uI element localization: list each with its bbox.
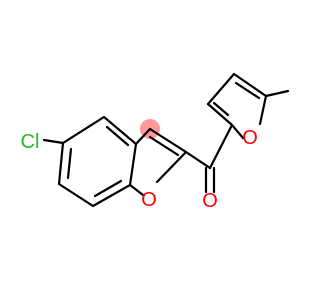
bond xyxy=(128,183,145,197)
structure-canvas: Cl O O O xyxy=(20,72,290,212)
bond xyxy=(61,115,106,145)
bond xyxy=(148,127,188,154)
bond xyxy=(155,150,188,184)
double-bond-inner xyxy=(148,135,180,157)
bond xyxy=(206,72,236,106)
bond xyxy=(134,127,152,146)
bond xyxy=(57,141,65,186)
bond xyxy=(91,183,132,208)
molecule-diagram: Cl O O O xyxy=(21,72,290,212)
benzofuran-oxygen-label: O xyxy=(141,189,157,211)
furan-oxygen-label: O xyxy=(242,127,258,149)
bond xyxy=(232,72,268,98)
bond xyxy=(102,115,138,146)
bond xyxy=(128,142,138,187)
chlorine-atom-label: Cl xyxy=(21,131,40,153)
bond xyxy=(258,94,268,126)
double-bond-inner xyxy=(105,125,130,147)
bond-c-cl xyxy=(42,138,65,145)
bond xyxy=(184,150,212,170)
double-bond-inner xyxy=(93,179,123,198)
carbonyl-oxygen-label: O xyxy=(202,190,218,212)
bond xyxy=(230,123,245,140)
bond xyxy=(206,102,234,127)
double-bond-inner xyxy=(212,101,230,117)
double-bond-inner xyxy=(66,147,73,180)
double-bond-inner xyxy=(234,81,261,100)
bond xyxy=(208,123,234,170)
bond xyxy=(57,182,95,208)
bond-methyl xyxy=(264,89,290,98)
